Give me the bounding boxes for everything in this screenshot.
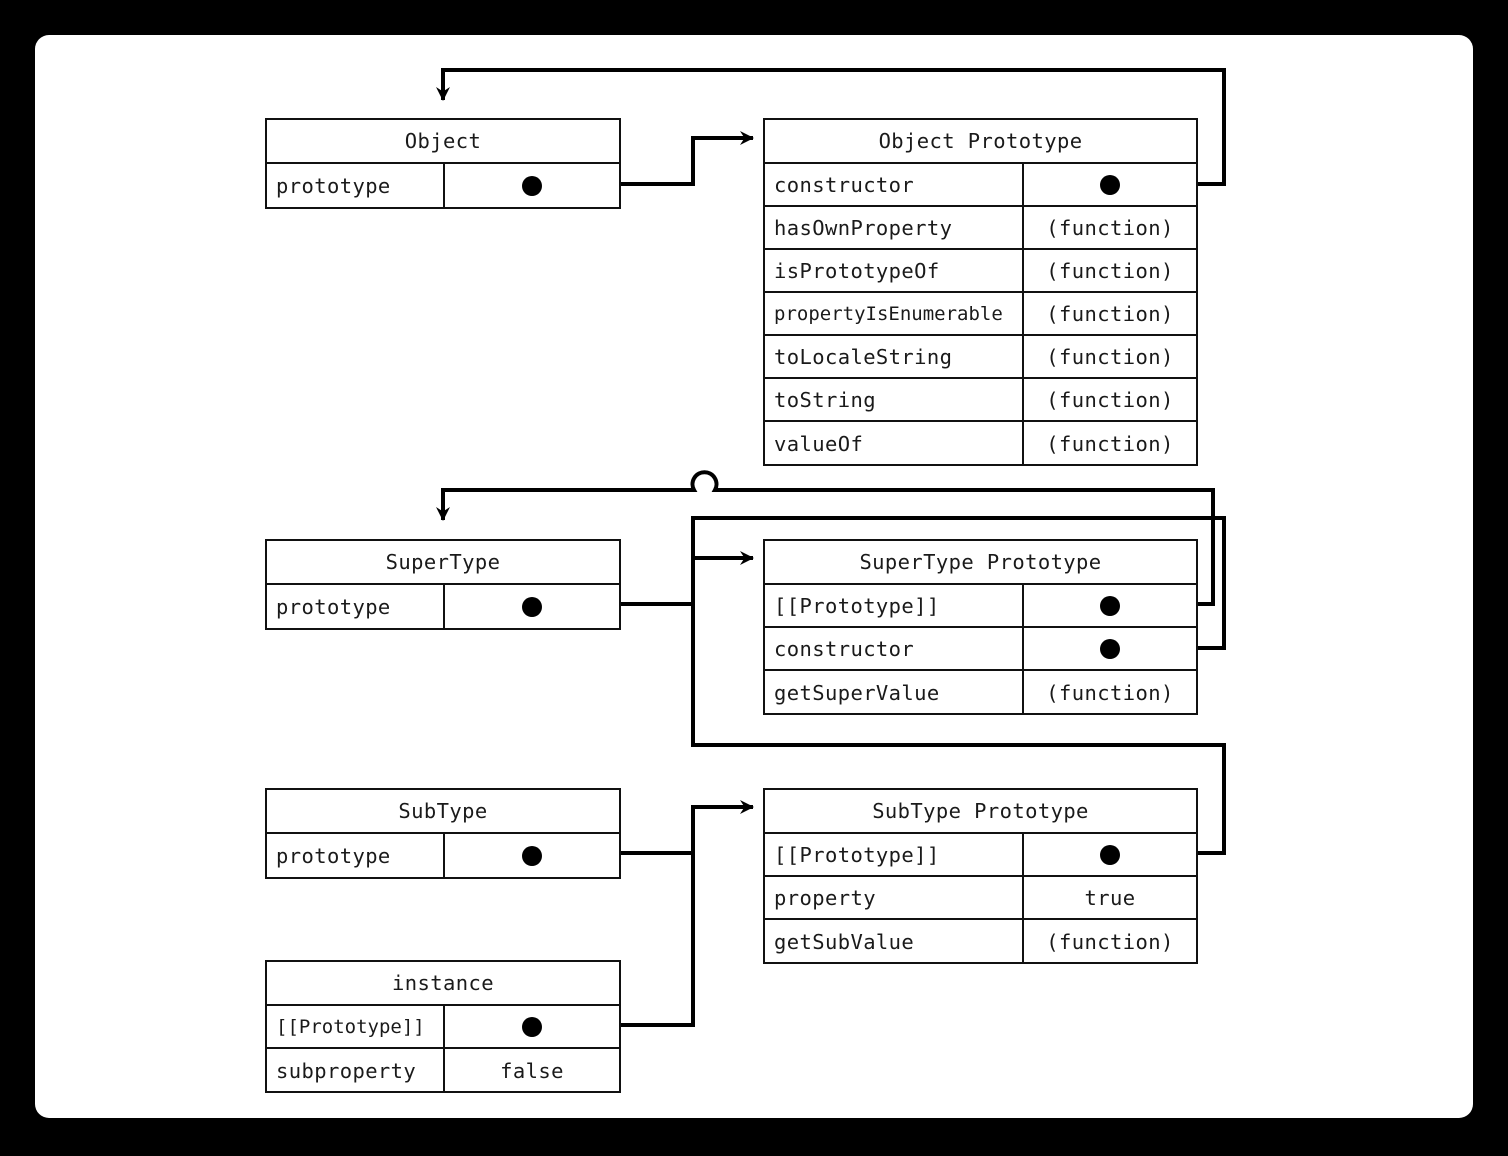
box-subtype-prototype: SubType Prototype [[Prototype]] property… xyxy=(763,788,1198,964)
row-key: constructor xyxy=(765,164,1024,205)
row-key: prototype xyxy=(267,834,445,877)
box-supertype-prototype: SuperType Prototype [[Prototype]] constr… xyxy=(763,539,1198,715)
box-object-header: Object xyxy=(267,120,619,164)
pointer-dot-icon xyxy=(1100,174,1120,195)
row-key: property xyxy=(765,877,1024,918)
row-value: (function) xyxy=(1046,680,1174,705)
table-row: getSubValue (function) xyxy=(765,920,1196,963)
table-row: [[Prototype]] xyxy=(765,585,1196,628)
row-key: getSuperValue xyxy=(765,671,1024,714)
table-row: prototype xyxy=(267,164,619,207)
pointer-dot-icon xyxy=(522,175,542,196)
row-value: (function) xyxy=(1046,215,1174,240)
box-object-prototype: Object Prototype constructor hasOwnPrope… xyxy=(763,118,1198,466)
row-value xyxy=(445,585,619,628)
box-object-prototype-title: Object Prototype xyxy=(878,129,1083,153)
row-key: hasOwnProperty xyxy=(765,207,1024,248)
pointer-dot-icon xyxy=(1100,595,1120,616)
pointer-dot-icon xyxy=(522,1016,542,1037)
pointer-dot-icon xyxy=(1100,844,1120,865)
row-value xyxy=(1024,628,1196,669)
box-subtype-header: SubType xyxy=(267,790,619,834)
row-value: (function) xyxy=(1046,344,1174,369)
box-instance-title: instance xyxy=(392,971,494,995)
box-object: Object prototype xyxy=(265,118,621,209)
box-supertype-prototype-title: SuperType Prototype xyxy=(859,550,1102,574)
box-subtype-prototype-title: SubType Prototype xyxy=(872,799,1089,823)
box-supertype-prototype-header: SuperType Prototype xyxy=(765,541,1196,585)
row-value: (function) xyxy=(1046,431,1174,456)
pointer-dot-icon xyxy=(522,845,542,866)
row-key: toLocaleString xyxy=(765,336,1024,377)
row-key: [[Prototype]] xyxy=(765,585,1024,626)
row-value xyxy=(1024,164,1196,205)
table-row: toString (function) xyxy=(765,379,1196,422)
link-superproto-protolink xyxy=(436,470,1215,606)
row-value: (function) xyxy=(1046,929,1174,954)
table-row: prototype xyxy=(267,834,619,877)
row-value: (function) xyxy=(1046,258,1174,283)
row-value xyxy=(1024,834,1196,875)
row-key: prototype xyxy=(267,585,445,628)
table-row: constructor xyxy=(765,628,1196,671)
row-key: constructor xyxy=(765,628,1024,669)
table-row: [[Prototype]] xyxy=(765,834,1196,877)
table-row: toLocaleString (function) xyxy=(765,336,1196,379)
box-supertype-title: SuperType xyxy=(385,550,501,574)
table-row: getSuperValue (function) xyxy=(765,671,1196,714)
table-row: subproperty false xyxy=(267,1049,619,1092)
row-key: propertyIsEnumerable xyxy=(765,293,1024,334)
row-key: toString xyxy=(765,379,1024,420)
pointer-dot-icon xyxy=(522,596,542,617)
box-subtype-prototype-header: SubType Prototype xyxy=(765,790,1196,834)
table-row: propertyIsEnumerable (function) xyxy=(765,293,1196,336)
box-subtype: SubType prototype xyxy=(265,788,621,879)
box-supertype-header: SuperType xyxy=(267,541,619,585)
box-object-prototype-header: Object Prototype xyxy=(765,120,1196,164)
row-value: (function) xyxy=(1046,301,1174,326)
box-supertype: SuperType prototype xyxy=(265,539,621,630)
table-row: prototype xyxy=(267,585,619,628)
row-key: valueOf xyxy=(765,422,1024,465)
box-object-title: Object xyxy=(404,129,482,153)
row-value: true xyxy=(1084,885,1136,910)
row-value xyxy=(445,1006,619,1047)
box-instance-header: instance xyxy=(267,962,619,1006)
table-row: property true xyxy=(765,877,1196,920)
table-row: hasOwnProperty (function) xyxy=(765,207,1196,250)
pointer-dot-icon xyxy=(1100,638,1120,659)
table-row: [[Prototype]] xyxy=(267,1006,619,1049)
box-instance: instance [[Prototype]] subproperty false xyxy=(265,960,621,1093)
row-value xyxy=(445,164,619,207)
table-row: valueOf (function) xyxy=(765,422,1196,465)
row-value: (function) xyxy=(1046,387,1174,412)
row-value: false xyxy=(500,1058,564,1083)
row-key: isPrototypeOf xyxy=(765,250,1024,291)
table-row: constructor xyxy=(765,164,1196,207)
box-subtype-title: SubType xyxy=(398,799,488,823)
row-value xyxy=(445,834,619,877)
table-row: isPrototypeOf (function) xyxy=(765,250,1196,293)
row-key: [[Prototype]] xyxy=(267,1006,445,1047)
row-key: subproperty xyxy=(267,1049,445,1092)
row-key: getSubValue xyxy=(765,920,1024,963)
row-key: prototype xyxy=(267,164,445,207)
row-value xyxy=(1024,585,1196,626)
row-key: [[Prototype]] xyxy=(765,834,1024,875)
